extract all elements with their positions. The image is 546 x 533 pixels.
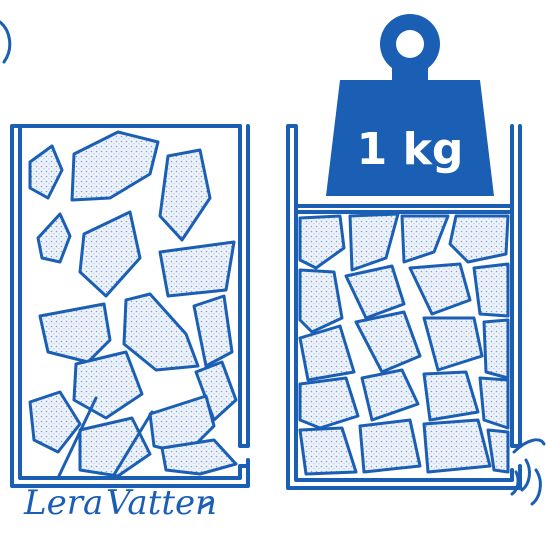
pressure-plate <box>296 206 512 212</box>
right-container-right-wall <box>512 126 520 446</box>
left-container-right-wall <box>240 126 248 446</box>
clay-label: Lera <box>23 483 103 523</box>
loose-stones <box>30 132 236 476</box>
weight: 1 kg <box>326 14 494 196</box>
compressed-stones <box>300 214 508 474</box>
water-drops <box>512 440 544 504</box>
weight-label: 1 kg <box>357 124 464 175</box>
water-label: Vatten <box>106 483 217 523</box>
loose-soil-container <box>12 126 248 486</box>
partial-bracket-mark <box>0 22 10 62</box>
